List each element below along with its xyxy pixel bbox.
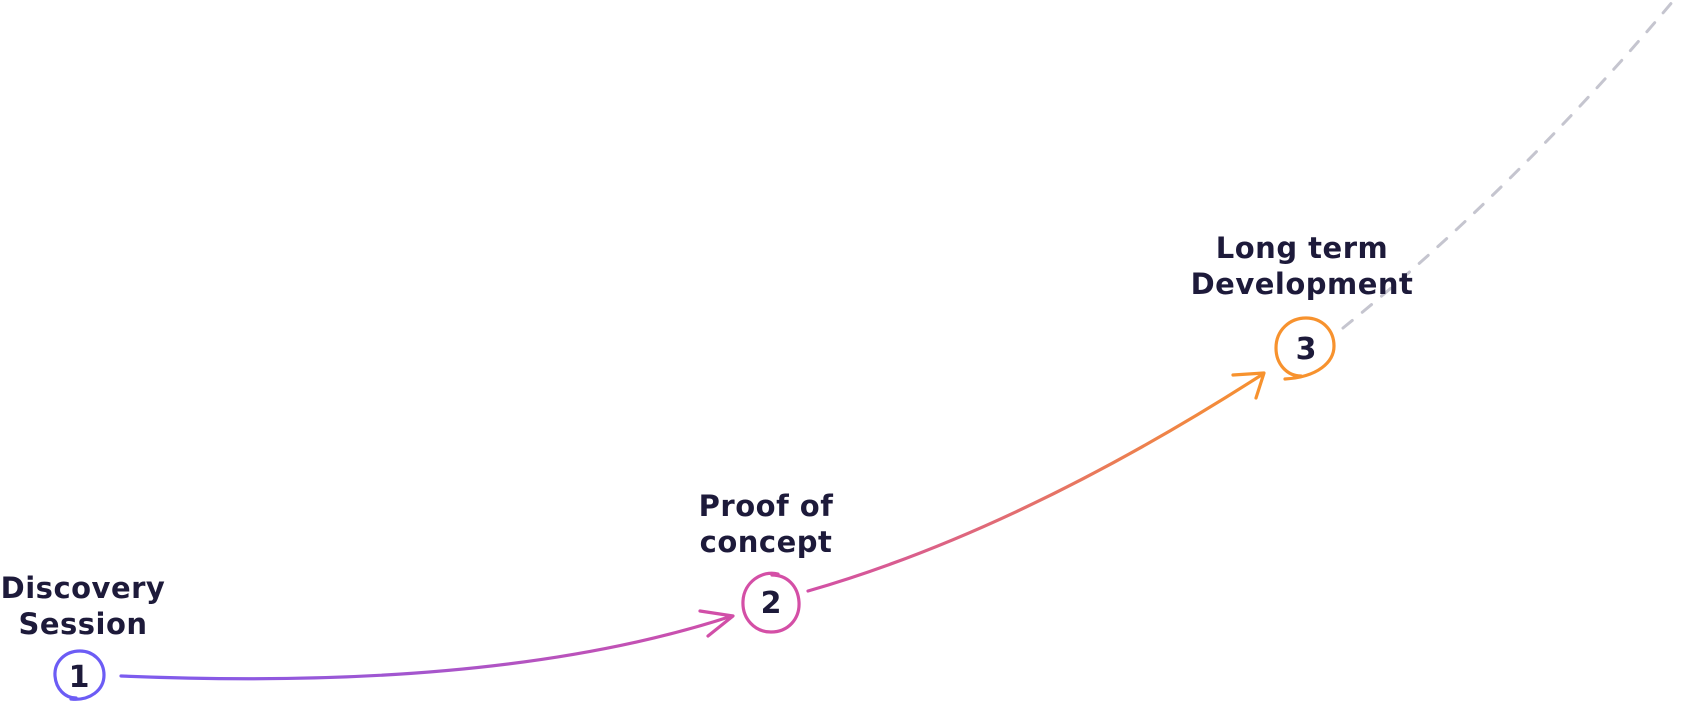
step-label-1-line-1: Discovery	[0, 571, 166, 605]
arrowhead-2-to-3	[1231, 371, 1266, 400]
step-node-2: 2	[741, 571, 801, 634]
connector-2-to-3	[806, 372, 1265, 593]
step-label-1-line-2: Session	[18, 607, 148, 641]
step-label-3-line-1: Long term	[1215, 231, 1389, 265]
future-path-dashed	[1341, 0, 1676, 330]
step-circle-2-outline	[741, 571, 801, 634]
connector-1-to-2	[119, 614, 734, 681]
step-circle-1	[53, 649, 106, 701]
step-node-1: 1	[53, 649, 106, 701]
step-number-3: 3	[1296, 332, 1317, 367]
step-circle-3	[1274, 316, 1336, 381]
step-label-3-line-2: Development	[1190, 267, 1414, 301]
step-label-2-line-2: concept	[699, 525, 833, 559]
step-label-1: Discovery Session	[1, 570, 166, 642]
step-label-3: Long term Development	[1191, 230, 1414, 302]
step-label-2-line-1: Proof of	[698, 489, 834, 523]
arrowhead-1-to-2	[698, 609, 735, 638]
step-node-3: 3	[1274, 316, 1336, 381]
step-number-2: 2	[761, 586, 782, 621]
step-label-2: Proof of concept	[699, 488, 834, 560]
step-number-1: 1	[69, 660, 90, 695]
